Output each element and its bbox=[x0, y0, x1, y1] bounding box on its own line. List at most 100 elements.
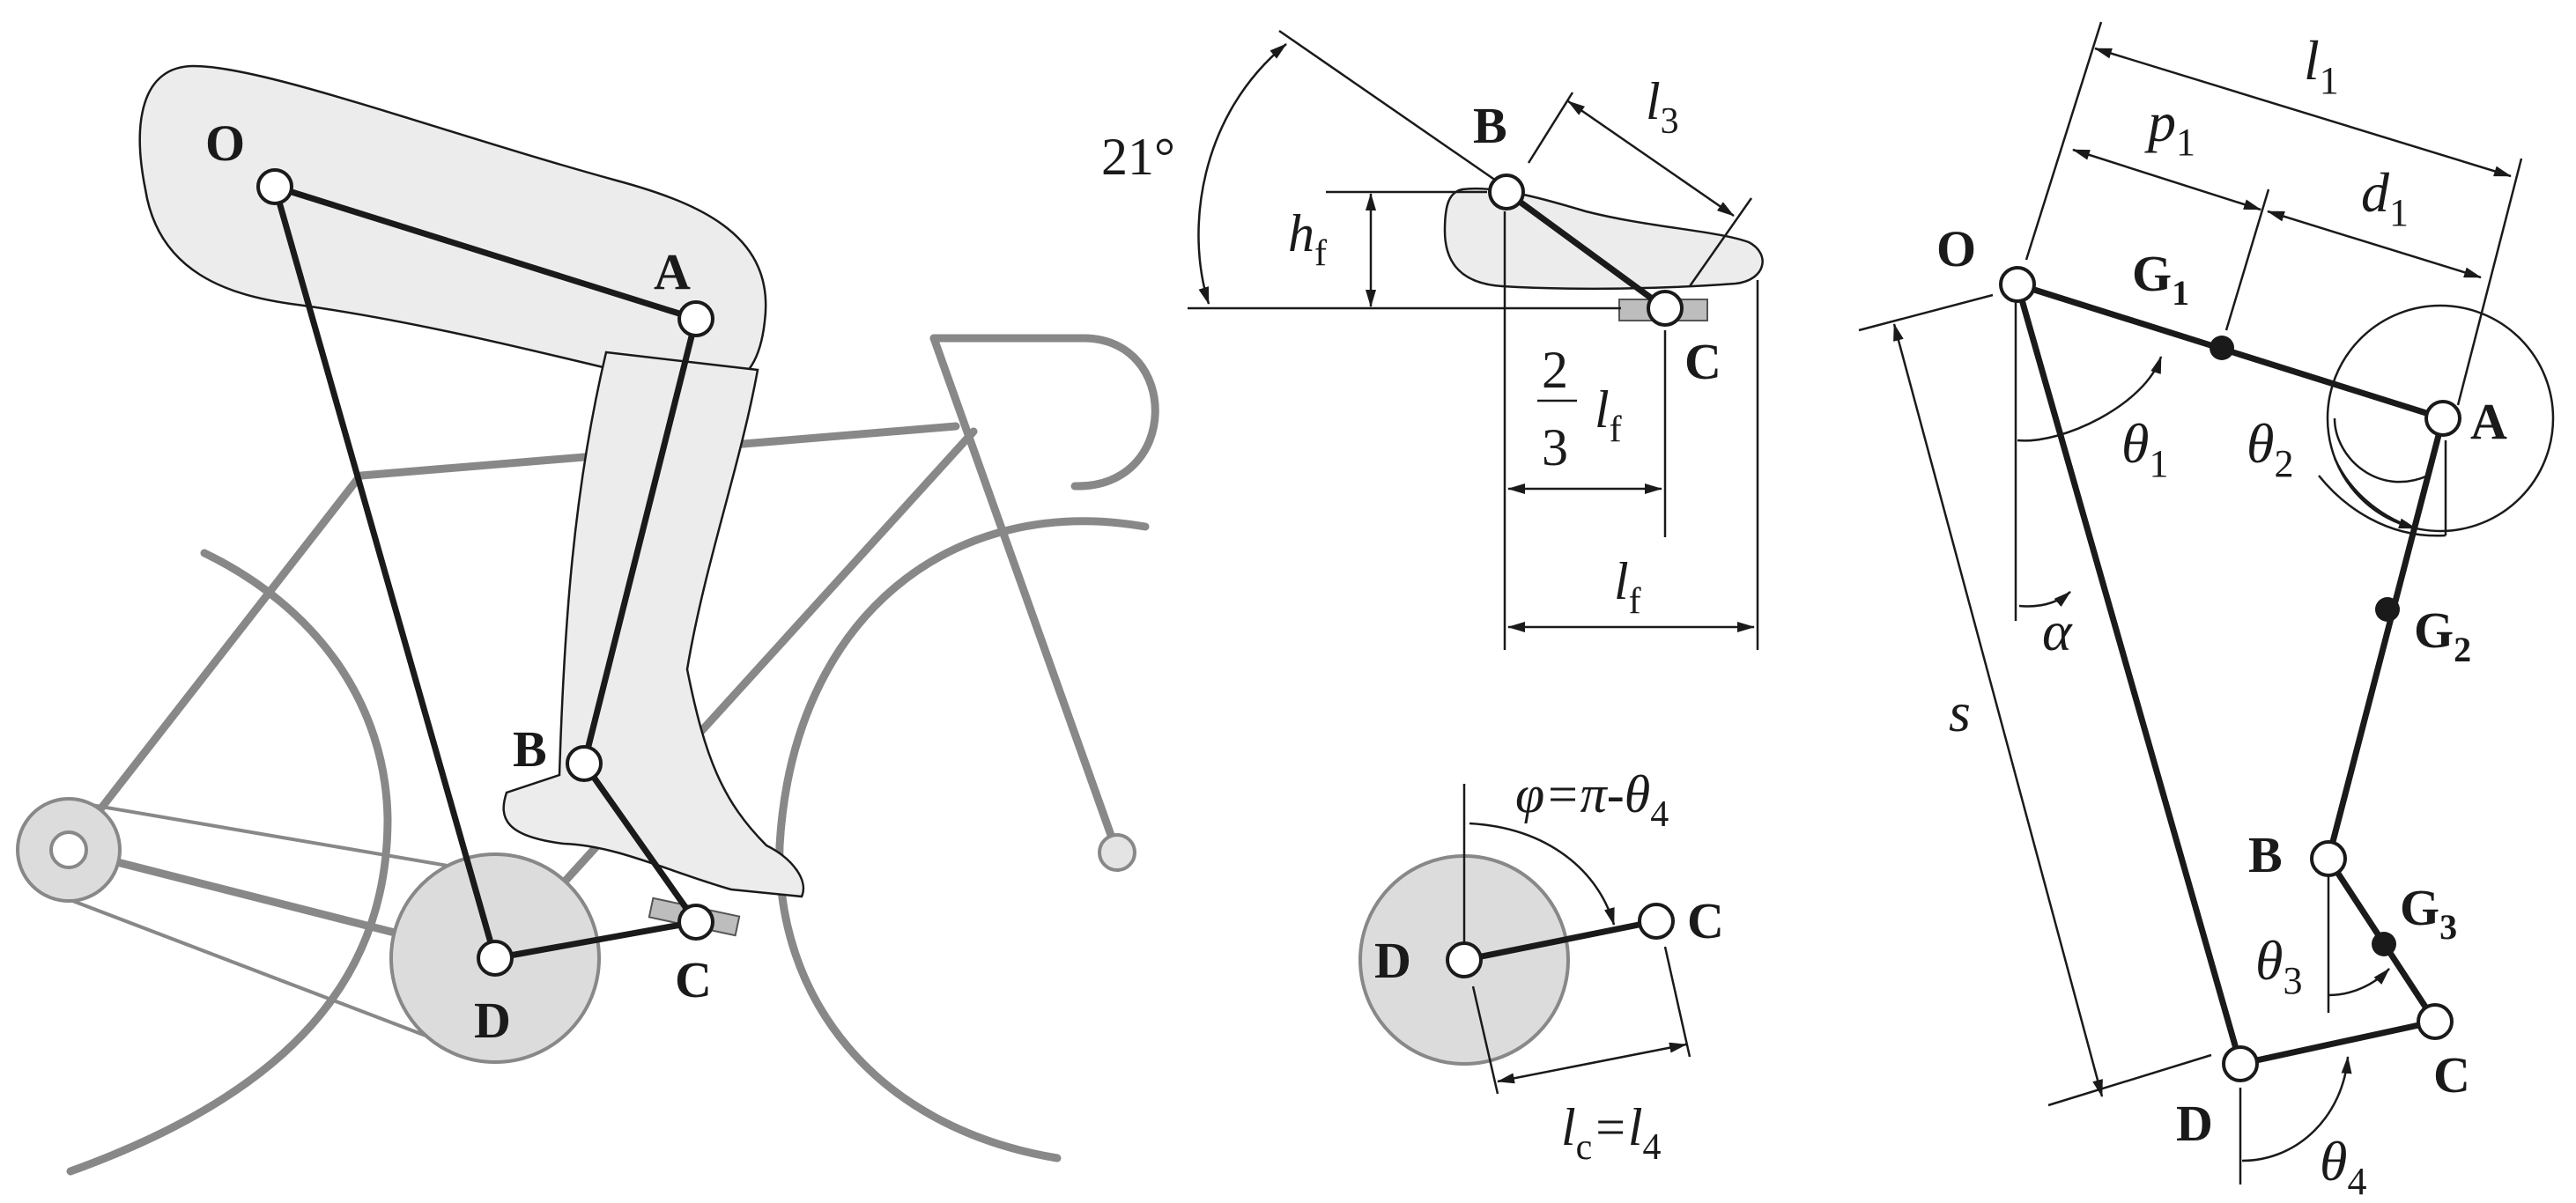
d1-label: d1 bbox=[2361, 161, 2409, 234]
theta2-arc bbox=[2333, 417, 2429, 483]
fork bbox=[929, 334, 1121, 857]
lc-ext-c bbox=[1663, 946, 1691, 1058]
foot-link-bc bbox=[1503, 188, 1669, 312]
crank-joint-d bbox=[1446, 941, 1483, 978]
link-oa bbox=[271, 183, 700, 322]
theta1-arc bbox=[2017, 356, 2163, 442]
angle-21-label: 21° bbox=[1101, 128, 1175, 186]
model-joint-d bbox=[2222, 1045, 2259, 1082]
link-dc bbox=[492, 919, 700, 962]
l1-ext-o bbox=[2025, 21, 2103, 261]
l3-label: l3 bbox=[1646, 72, 1679, 142]
model-link-dc bbox=[2237, 1018, 2439, 1067]
theta2-arrow bbox=[2333, 457, 2417, 530]
label-c: C bbox=[675, 951, 712, 1008]
lf-two-thirds-label: lf bbox=[1595, 380, 1622, 450]
handlebar bbox=[929, 334, 1159, 491]
alpha-arc bbox=[2018, 591, 2071, 608]
front-wheel-arc bbox=[775, 517, 1150, 1162]
label-d: D bbox=[474, 992, 511, 1049]
joint-a bbox=[677, 300, 714, 337]
joint-d bbox=[477, 940, 514, 977]
angle-21-arc bbox=[1197, 43, 1287, 305]
model-joint-b bbox=[2310, 840, 2347, 877]
foot-joint-b bbox=[1488, 173, 1525, 210]
phi-label: φ=π-θ4 bbox=[1515, 765, 1669, 835]
joint-b bbox=[566, 745, 603, 782]
chain-upper bbox=[70, 800, 459, 869]
shank-shape bbox=[502, 351, 805, 898]
label-g1: G1 bbox=[2132, 245, 2189, 313]
label-g2: G2 bbox=[2414, 602, 2471, 669]
model-joint-a bbox=[2424, 400, 2461, 437]
front-hub bbox=[1098, 833, 1136, 872]
foot-label-c: C bbox=[1684, 333, 1721, 390]
down-tube bbox=[491, 427, 978, 963]
phi-arc bbox=[1469, 822, 1616, 926]
theta1-label: θ1 bbox=[2121, 412, 2168, 485]
s-dimension bbox=[1892, 323, 2104, 1097]
crank-label-c: C bbox=[1687, 892, 1724, 949]
s-label: s bbox=[1949, 681, 1971, 743]
fraction-numerator: 2 bbox=[1542, 341, 1568, 399]
label-a: A bbox=[654, 243, 691, 300]
model-link-od bbox=[2014, 281, 2244, 1067]
com-g3 bbox=[2372, 932, 2396, 956]
s-ext-top bbox=[1858, 293, 1994, 332]
panel-crank: φ=π-θ4 D C lc=l4 bbox=[1358, 765, 1724, 1168]
knee-reference-circle bbox=[2326, 304, 2555, 533]
l3-ext-b bbox=[1527, 92, 1574, 164]
chain-lower bbox=[70, 898, 459, 1050]
theta4-arc bbox=[2241, 1056, 2352, 1162]
joint-o bbox=[256, 168, 293, 205]
model-joint-o bbox=[1999, 266, 2036, 303]
model-label-d: D bbox=[2176, 1095, 2213, 1152]
l1-dimension bbox=[2094, 47, 2512, 178]
l3-dimension bbox=[1567, 100, 1735, 218]
model-link-ab bbox=[2325, 415, 2446, 862]
rear-hub bbox=[49, 830, 88, 869]
theta2-label: θ2 bbox=[2247, 412, 2293, 485]
l3-ext-c bbox=[1688, 197, 1753, 287]
model-joint-c bbox=[2417, 1003, 2454, 1040]
label-o: O bbox=[205, 114, 245, 172]
l1-label: l1 bbox=[2304, 29, 2339, 102]
rider-leg bbox=[138, 64, 805, 898]
fraction-denominator: 3 bbox=[1542, 418, 1568, 476]
panel-linkage-model: l1 p1 d1 s bbox=[1858, 21, 2555, 1203]
p1-dimension bbox=[2072, 148, 2261, 211]
joint-c bbox=[677, 904, 714, 941]
lc-label: lc=l4 bbox=[1561, 1098, 1662, 1168]
p1-label: p1 bbox=[2144, 91, 2195, 164]
model-label-o: O bbox=[1936, 220, 1976, 277]
com-g1 bbox=[2210, 336, 2234, 360]
model-label-c: C bbox=[2433, 1046, 2470, 1103]
leg-linkage bbox=[256, 168, 714, 977]
panel-bicycle-rider: O A B C D bbox=[16, 64, 1159, 1176]
crank-joint-c bbox=[1638, 903, 1675, 940]
lf-label: lf bbox=[1614, 552, 1641, 622]
d1-dimension bbox=[2267, 210, 2482, 279]
link-ab bbox=[581, 315, 700, 767]
link-bc bbox=[581, 760, 700, 926]
foot-joint-c bbox=[1647, 290, 1684, 327]
foot-label-b: B bbox=[1473, 97, 1507, 154]
theta3-label: θ3 bbox=[2255, 929, 2302, 1002]
hf-label: hf bbox=[1288, 204, 1327, 274]
alpha-label: α bbox=[2042, 600, 2073, 662]
theta2-arc-lower bbox=[2318, 475, 2446, 537]
l1-ext-a bbox=[2456, 158, 2523, 406]
crank-label-d: D bbox=[1374, 932, 1411, 989]
com-g2 bbox=[2375, 597, 2400, 622]
crank-link-dc bbox=[1461, 918, 1660, 963]
theta3-arc bbox=[2328, 968, 2390, 997]
lc-dimension bbox=[1497, 1042, 1687, 1084]
link-od bbox=[271, 183, 499, 962]
label-g3: G3 bbox=[2400, 879, 2457, 947]
rear-wheel-arc bbox=[66, 549, 392, 1176]
model-label-a: A bbox=[2470, 393, 2507, 450]
label-b: B bbox=[513, 720, 547, 778]
panel-foot-geometry: 21° hf l3 2 3 lf lf B C bbox=[1101, 29, 1764, 650]
angle-ray bbox=[1278, 29, 1497, 182]
